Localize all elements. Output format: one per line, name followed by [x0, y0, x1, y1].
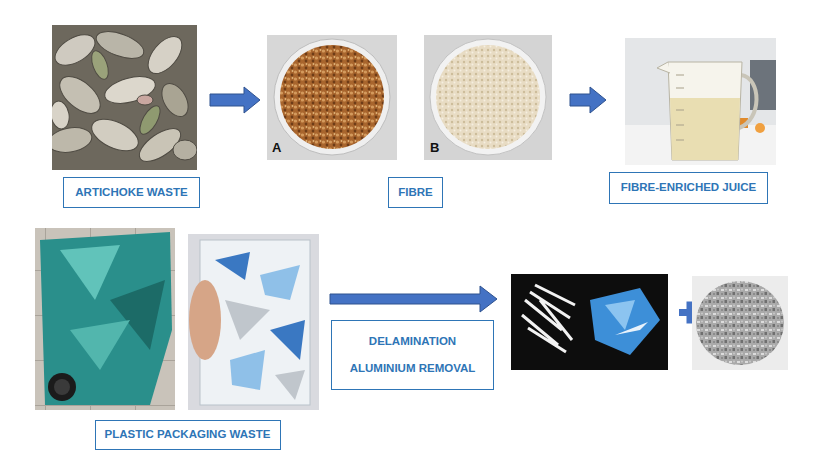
artichoke-photo — [52, 124, 94, 155]
fibre-photo-a — [267, 35, 397, 160]
fibre-photo-b — [424, 35, 552, 160]
artichoke-photo — [142, 30, 189, 79]
juice-photo — [657, 62, 670, 73]
shredded-packaging-photo — [215, 252, 250, 280]
process-node: DELAMINATION ALUMINIUM REMOVAL — [332, 320, 493, 390]
juice-photo — [668, 62, 742, 160]
juice-photo — [755, 123, 765, 133]
artichoke-photo — [173, 140, 197, 160]
step-label: FIBRE-ENRICHED JUICE — [621, 181, 756, 195]
juice-photo — [670, 98, 740, 160]
artichoke-photo — [88, 49, 111, 82]
shredded-packaging-photo — [270, 320, 305, 360]
process-node: FIBRE-ENRICHED JUICE — [606, 30, 780, 208]
juice-photo — [676, 75, 684, 140]
plastic-pieces-photo — [605, 300, 635, 330]
juice-photo — [625, 38, 776, 165]
plastic-pieces-photo — [590, 288, 660, 355]
flow-arrow — [210, 87, 260, 113]
process-node: ARTICHOKE WASTE — [52, 25, 210, 210]
shredded-packaging-photo — [230, 350, 265, 390]
plastic-pieces-photo — [615, 322, 648, 335]
process-node: PLASTIC PACKAGING WASTE — [35, 228, 320, 452]
aluminium-photo — [696, 281, 784, 365]
packaging-bag-photo — [35, 228, 175, 410]
shredded-packaging-photo — [188, 234, 319, 410]
artichoke-photo — [136, 103, 164, 138]
artichoke-photo — [52, 26, 197, 168]
artichoke-photo — [52, 25, 197, 170]
artichoke-photo — [137, 95, 153, 105]
artichoke-photo — [102, 72, 158, 109]
process-node: FIBRE — [260, 30, 570, 210]
fibre-photo-b — [424, 35, 552, 160]
step-label: PLASTIC PACKAGING WASTE — [105, 428, 271, 442]
fibre-photo-b — [430, 39, 546, 155]
packaging-bag-photo — [35, 228, 175, 410]
shredded-packaging-photo — [189, 280, 221, 360]
aluminium-photo — [692, 276, 788, 370]
panel-letter: B — [430, 140, 439, 155]
fibre-photo-a — [274, 39, 390, 155]
label-box: DELAMINATION ALUMINIUM REMOVAL — [331, 320, 494, 390]
fibre-photo-a — [280, 45, 384, 149]
block-arrow — [330, 286, 497, 312]
label-box: FIBRE — [388, 177, 443, 208]
label-box: PLASTIC PACKAGING WASTE — [95, 420, 281, 450]
shredded-packaging-photo — [275, 370, 305, 400]
plastic-pieces-photo — [511, 274, 668, 370]
fibre-photo-b — [436, 45, 540, 149]
plastic-pieces-photo — [511, 274, 668, 370]
packaging-bag-photo — [60, 245, 120, 300]
step-label: ARTICHOKE WASTE — [75, 186, 187, 200]
artichoke-photo — [156, 79, 193, 121]
plastic-pieces-photo — [522, 285, 575, 352]
packaging-bag-photo — [40, 232, 172, 405]
juice-photo — [625, 38, 776, 165]
packaging-bag-photo — [54, 379, 70, 395]
fibre-photo-a — [267, 35, 397, 160]
artichoke-photo — [87, 113, 143, 158]
step-label: FIBRE — [398, 186, 433, 200]
shredded-packaging-photo — [225, 300, 270, 340]
aluminium-photo — [692, 276, 788, 370]
shredded-packaging-photo — [260, 265, 300, 300]
block-arrow — [330, 286, 497, 312]
panel-letter: A — [272, 140, 281, 155]
step-label: DELAMINATION ALUMINIUM REMOVAL — [340, 328, 485, 382]
label-box: FIBRE-ENRICHED JUICE — [609, 172, 768, 204]
shredded-packaging-photo — [188, 234, 319, 410]
flow-arrow — [570, 87, 606, 113]
label-box: ARTICHOKE WASTE — [63, 177, 200, 208]
packaging-bag-photo — [70, 320, 130, 370]
packaging-bag-photo — [48, 373, 76, 401]
artichoke-photo — [52, 100, 71, 131]
